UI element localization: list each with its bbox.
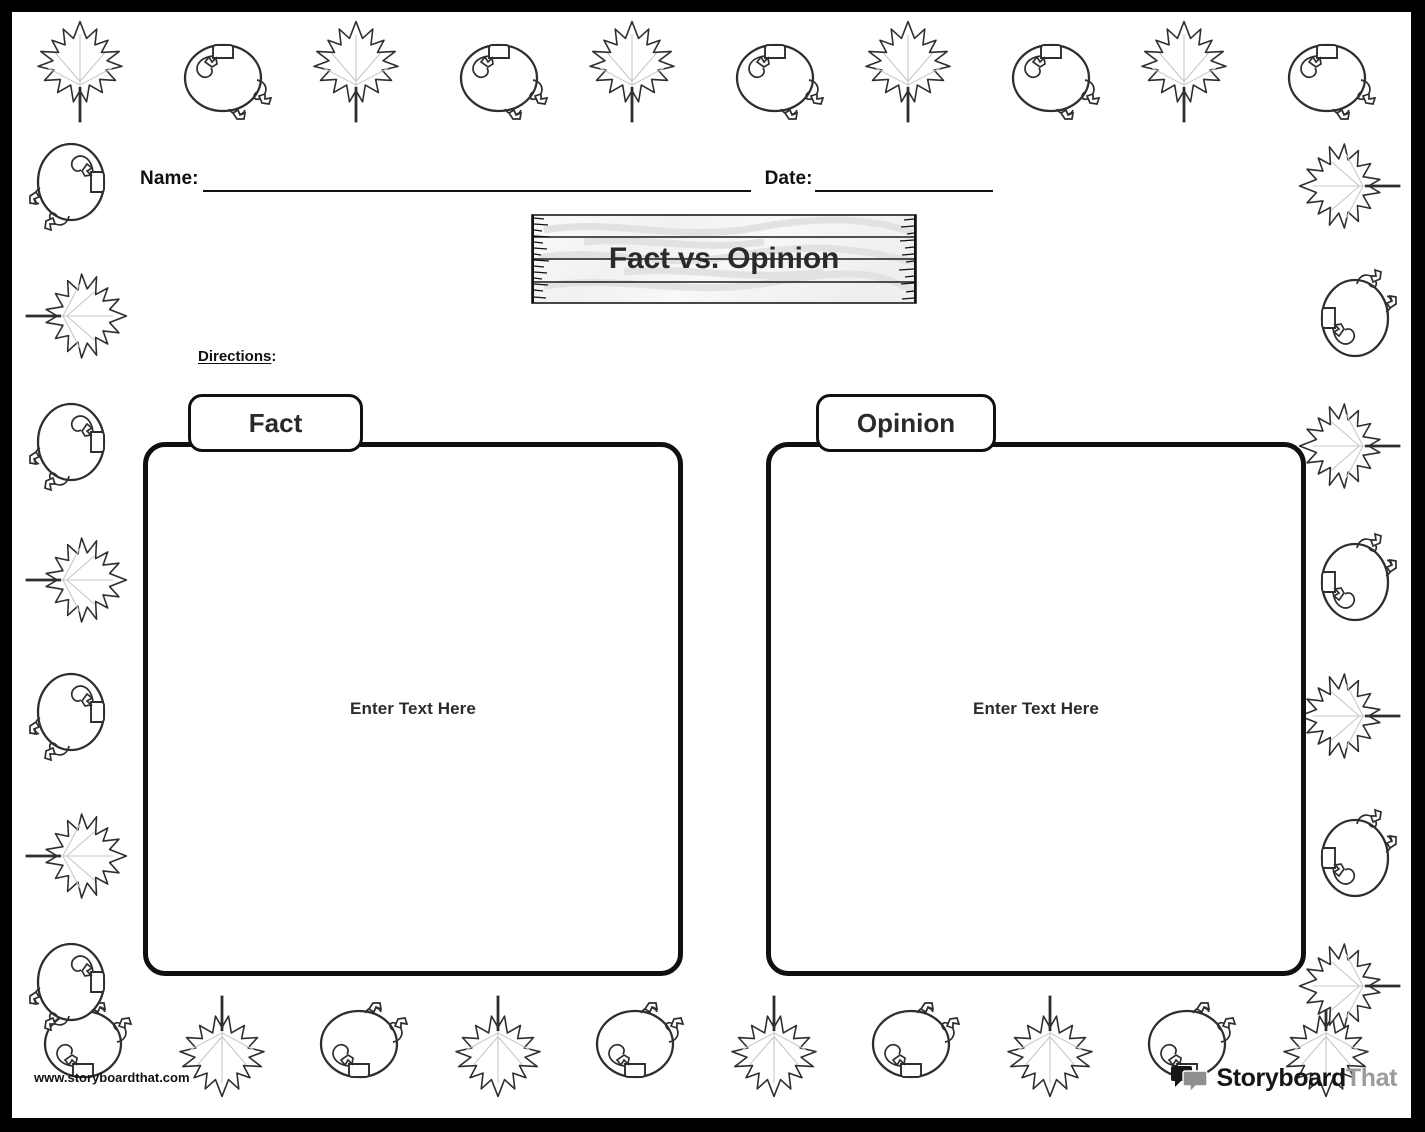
- pumpkin-icon: [1287, 43, 1377, 120]
- opinion-answer-box[interactable]: Enter Text Here: [766, 442, 1306, 976]
- pumpkin-decoration: [1295, 799, 1405, 911]
- maple-leaf-icon: [589, 20, 675, 123]
- pumpkin-icon: [43, 1002, 133, 1079]
- maple-leaf-icon: [313, 20, 399, 123]
- maple-leaf-decoration: [20, 266, 132, 366]
- pumpkin-decoration: [21, 659, 131, 771]
- pumpkin-icon: [871, 1002, 961, 1079]
- pumpkin-icon: [319, 1002, 409, 1079]
- maple-leaf-decoration: [306, 16, 406, 128]
- pumpkin-decoration: [21, 389, 131, 501]
- maple-leaf-decoration: [1000, 990, 1100, 1102]
- wooden-plank-icon: [531, 214, 917, 304]
- pumpkin-decoration: [858, 994, 970, 1104]
- pumpkin-decoration: [30, 994, 142, 1104]
- pumpkin-decoration: [582, 994, 694, 1104]
- maple-leaf-decoration: [858, 16, 958, 128]
- opinion-column: Enter Text Here Opinion: [766, 394, 1306, 976]
- pumpkin-decoration: [1295, 259, 1405, 371]
- maple-leaf-decoration: [1294, 396, 1406, 496]
- title-sign: Fact vs. Opinion: [524, 212, 924, 306]
- maple-leaf-icon: [731, 995, 817, 1098]
- page-title: Fact vs. Opinion: [608, 242, 840, 275]
- maple-leaf-decoration: [724, 990, 824, 1102]
- logo-text: StoryboardThat: [1216, 1064, 1397, 1093]
- maple-leaf-icon: [25, 537, 128, 623]
- maple-leaf-decoration: [172, 990, 272, 1102]
- fact-column: Enter Text Here Fact: [143, 394, 683, 976]
- fact-placeholder: Enter Text Here: [350, 699, 476, 718]
- maple-leaf-icon: [1141, 20, 1227, 123]
- maple-leaf-decoration: [20, 806, 132, 906]
- fact-answer-box[interactable]: Enter Text Here: [143, 442, 683, 976]
- maple-leaf-decoration: [448, 990, 548, 1102]
- pumpkin-decoration: [21, 929, 131, 1041]
- directions-label: Directions:: [198, 348, 276, 365]
- fact-heading: Fact: [188, 394, 363, 452]
- pumpkin-decoration: [21, 129, 131, 241]
- pumpkin-icon: [29, 672, 106, 762]
- storyboardthat-logo[interactable]: StoryboardThat: [1171, 1058, 1397, 1098]
- pumpkin-decoration: [722, 18, 834, 128]
- maple-leaf-icon: [25, 813, 128, 899]
- pumpkin-decoration: [998, 18, 1110, 128]
- maple-leaf-icon: [37, 20, 123, 123]
- pumpkin-icon: [1320, 532, 1397, 622]
- pumpkin-icon: [459, 43, 549, 120]
- maple-leaf-decoration: [582, 16, 682, 128]
- pumpkin-decoration: [170, 18, 282, 128]
- date-label: Date:: [764, 168, 813, 189]
- logo-primary: Storyboard: [1216, 1063, 1346, 1092]
- opinion-placeholder: Enter Text Here: [973, 699, 1099, 718]
- student-info-header: Name: Date:: [140, 158, 1050, 192]
- maple-leaf-decoration: [1134, 16, 1234, 128]
- pumpkin-icon: [183, 43, 273, 120]
- maple-leaf-icon: [179, 995, 265, 1098]
- pumpkin-icon: [595, 1002, 685, 1079]
- maple-leaf-decoration: [30, 16, 130, 128]
- name-label: Name:: [140, 168, 199, 189]
- directions-colon: :: [271, 348, 277, 365]
- pumpkin-icon: [1320, 268, 1397, 358]
- maple-leaf-decoration: [1294, 666, 1406, 766]
- maple-leaf-icon: [1298, 673, 1401, 759]
- pumpkin-decoration: [1274, 18, 1386, 128]
- logo-secondary: That: [1345, 1063, 1398, 1092]
- date-input[interactable]: [814, 170, 993, 192]
- name-input[interactable]: [202, 170, 751, 192]
- site-url[interactable]: www.storyboardthat.com: [34, 1070, 190, 1085]
- pumpkin-decoration: [1295, 523, 1405, 635]
- maple-leaf-icon: [25, 273, 128, 359]
- maple-leaf-decoration: [1294, 936, 1406, 1036]
- worksheet-page: Name: Date:: [12, 12, 1411, 1118]
- speech-bubble-icon: [1171, 1066, 1209, 1093]
- maple-leaf-decoration: [20, 530, 132, 630]
- pumpkin-icon: [29, 942, 106, 1032]
- maple-leaf-decoration: [1294, 136, 1406, 236]
- maple-leaf-icon: [1298, 403, 1401, 489]
- pumpkin-decoration: [446, 18, 558, 128]
- opinion-heading: Opinion: [816, 394, 996, 452]
- pumpkin-icon: [735, 43, 825, 120]
- pumpkin-decoration: [306, 994, 418, 1104]
- directions-word: Directions: [198, 348, 272, 365]
- maple-leaf-icon: [1298, 143, 1401, 229]
- maple-leaf-icon: [1007, 995, 1093, 1098]
- pumpkin-icon: [29, 142, 106, 232]
- pumpkin-icon: [29, 402, 106, 492]
- maple-leaf-icon: [865, 20, 951, 123]
- maple-leaf-icon: [1298, 943, 1401, 1029]
- pumpkin-icon: [1320, 808, 1397, 898]
- maple-leaf-icon: [455, 995, 541, 1098]
- pumpkin-icon: [1011, 43, 1101, 120]
